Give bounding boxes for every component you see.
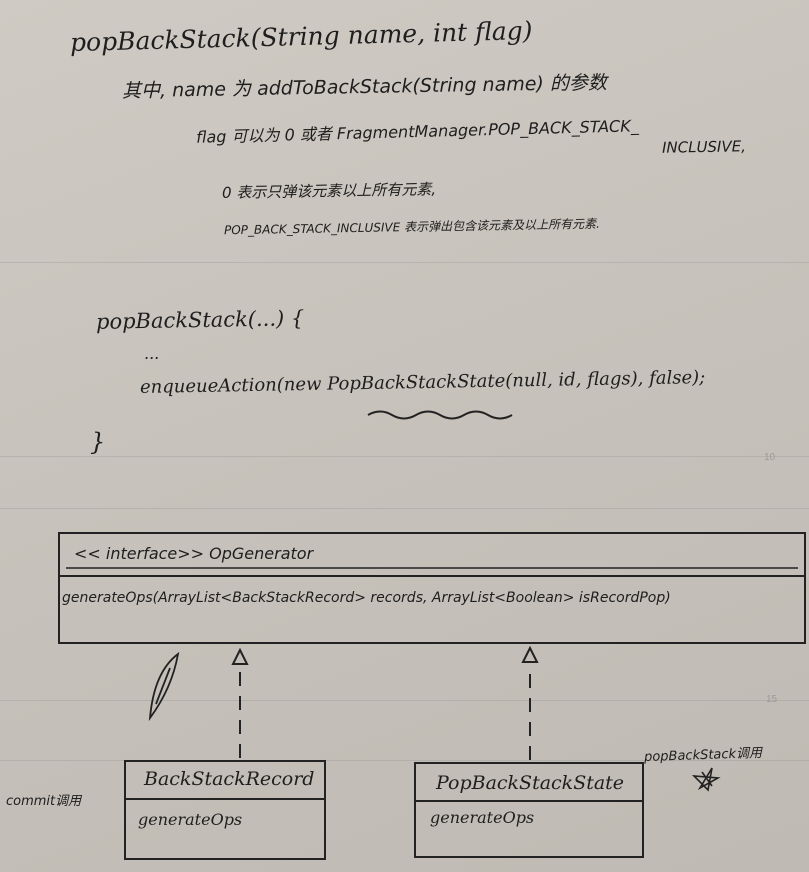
left-caller-label: commit调用 (6, 794, 82, 809)
interface-divider (60, 575, 804, 577)
interface-header: << interface>> OpGenerator (74, 544, 314, 563)
interface-box (58, 532, 806, 644)
popbackstackstate-name: PopBackStackState (436, 772, 625, 794)
backstackrecord-method: generateOps (138, 810, 243, 829)
right-arrowhead-icon (521, 645, 539, 663)
ruled-line (0, 508, 809, 509)
pencil-doodle-icon (148, 651, 180, 722)
code-dots: ... (144, 344, 160, 363)
page-number: 15 (766, 694, 778, 705)
ruled-line (0, 760, 809, 761)
star-mark-icon (691, 767, 721, 792)
wavy-underline (367, 410, 513, 420)
popbackstackstate-box (414, 762, 644, 858)
popbackstackstate-method: generateOps (430, 808, 535, 827)
backstackrecord-divider (126, 798, 324, 800)
code-close: } (90, 428, 106, 456)
ruled-line (0, 262, 809, 263)
interface-method: generateOps(ArrayList<BackStackRecord> r… (62, 590, 671, 606)
ruled-line (0, 700, 809, 701)
popbackstackstate-divider (416, 800, 642, 802)
left-arrowhead-icon (231, 647, 249, 665)
backstackrecord-box (124, 760, 326, 860)
backstackrecord-name: BackStackRecord (144, 768, 315, 790)
ruled-line (0, 456, 809, 457)
page-number: 10 (764, 452, 776, 463)
